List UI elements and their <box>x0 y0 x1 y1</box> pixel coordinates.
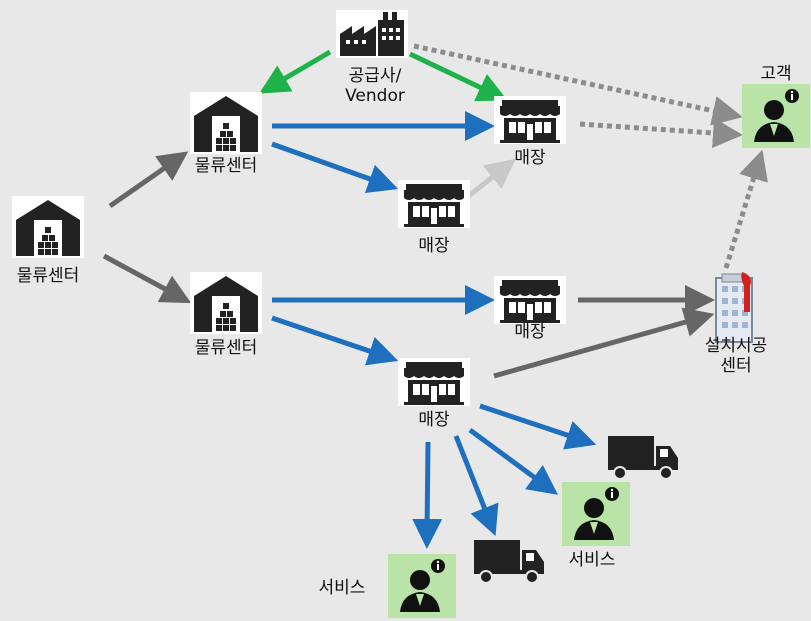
factory-icon <box>336 10 408 58</box>
dc-top-label: 물류센터 <box>194 156 258 176</box>
warehouse-icon <box>190 272 262 334</box>
store-bottom-label: 매장 <box>418 410 450 430</box>
arrow-store-mid-to-store-top <box>464 158 516 200</box>
store-top-label: 매장 <box>514 148 546 168</box>
flow-arrows <box>102 43 768 549</box>
warehouse-icon <box>190 92 262 154</box>
customer-info-icon <box>388 554 456 618</box>
store-mid-lower-label: 매장 <box>514 322 546 342</box>
store-icon <box>397 357 471 407</box>
arrow-store-bottom-to-truck-right <box>479 403 597 450</box>
arrow-store-bottom-to-service-left <box>412 441 443 549</box>
customer-info-icon <box>562 482 630 546</box>
customer-label: 고객 <box>760 64 792 84</box>
arrow-supplier-to-dc <box>259 49 332 94</box>
service-right-label: 서비스 <box>568 550 616 570</box>
arrow-dc-top-to-store-mid <box>271 141 399 194</box>
store-icon <box>493 275 567 325</box>
arrow-dc-bottom-to-store-bottom <box>271 315 399 366</box>
customer-info-icon <box>742 84 810 148</box>
store-icon <box>493 95 567 145</box>
arrow-supplier-to-store <box>408 51 508 102</box>
arrow-store-bottom-to-truck-left <box>453 435 499 536</box>
delivery-truck-icon <box>473 539 545 584</box>
arrow-dc-main-to-dc-bottom <box>102 253 192 304</box>
store-mid-upper-label: 매장 <box>418 236 450 256</box>
service-left-label: 서비스 <box>318 578 366 598</box>
supplier-label: 공급사/ Vendor <box>345 66 405 106</box>
arrow-dc-main-to-dc-top <box>108 151 189 209</box>
arrow-store-top-to-customer <box>579 118 743 148</box>
arrow-store-bottom-to-service-right <box>468 427 559 495</box>
dc-main-label: 물류센터 <box>16 266 80 286</box>
install-center-icon <box>715 272 753 343</box>
install-center-label: 설치시공 센터 <box>704 336 768 376</box>
arrow-install-to-customer <box>723 149 768 269</box>
dc-bottom-label: 물류센터 <box>194 338 258 358</box>
warehouse-icon <box>12 196 84 258</box>
store-icon <box>397 179 471 229</box>
arrow-store-bottom-to-install <box>493 307 715 379</box>
delivery-truck-icon <box>607 435 679 480</box>
